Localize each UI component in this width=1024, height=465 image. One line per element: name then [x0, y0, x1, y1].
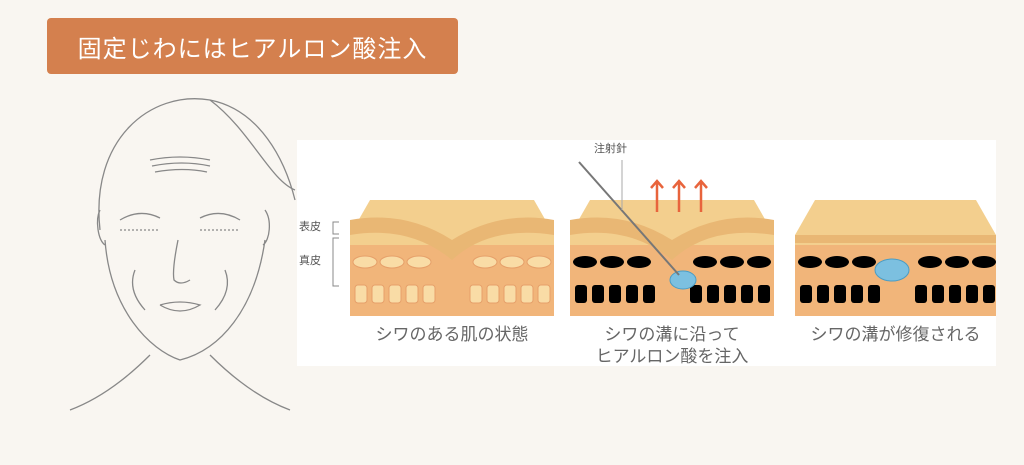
dermis-label: 真皮: [299, 254, 321, 267]
caption-step-2-line2: ヒアルロン酸を注入: [595, 347, 749, 367]
caption-step-2: シワの溝に沿って ヒアルロン酸を注入: [557, 324, 787, 368]
diagram-panel: 表皮 真皮 注射針 シワのある肌の状態 シワの溝に沿って ヒアルロン酸を注: [297, 140, 996, 368]
page-title: 固定じわにはヒアルロン酸注入: [47, 18, 458, 74]
caption-step-3: シワの溝が修復される: [810, 325, 981, 345]
needle-label: 注射針: [594, 142, 627, 155]
face-illustration: [69, 98, 296, 411]
hyaluronic-acid-drop: [669, 270, 697, 290]
skin-wrinkled: [350, 200, 554, 316]
skin-repaired: [795, 200, 996, 316]
caption-step-1: シワのある肌の状態: [375, 325, 529, 345]
lift-arrows-icon: [650, 179, 708, 212]
skin-injection: [570, 200, 774, 316]
layer-brackets: [332, 221, 339, 287]
caption-step-2-line1: シワの溝に沿って: [604, 325, 740, 345]
epidermis-label: 表皮: [299, 220, 321, 233]
filler-drop: [874, 258, 910, 282]
needle-icon: [578, 160, 680, 276]
